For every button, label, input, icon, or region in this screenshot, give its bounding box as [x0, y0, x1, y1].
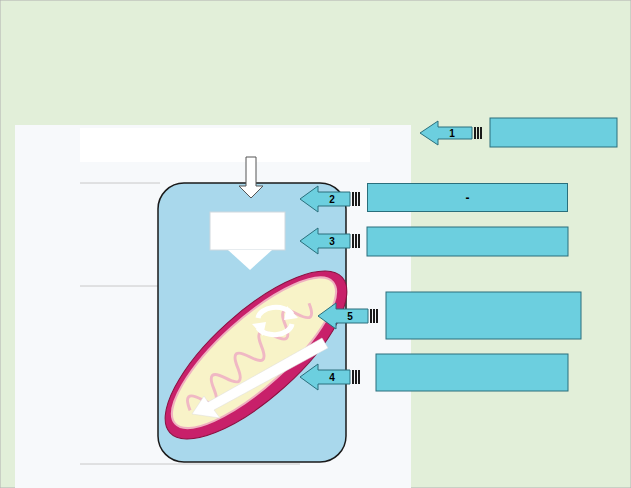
empty-box [210, 212, 285, 250]
rule-line [80, 183, 160, 184]
callout-arrow [300, 186, 350, 212]
callout-arrow [300, 364, 350, 390]
callout-number: 1 [449, 128, 455, 139]
white-panel [15, 125, 411, 488]
callout-number: 5 [347, 311, 353, 322]
mitochondrion [141, 245, 371, 464]
down-arrow [228, 250, 272, 270]
answer-box [490, 118, 617, 147]
cycle-arrow-head [284, 306, 298, 320]
box-text: - [466, 191, 470, 205]
answer-box [386, 292, 581, 339]
callout-number: 2 [329, 194, 335, 205]
callout-arrow [318, 303, 368, 329]
rule-line [80, 286, 160, 287]
callout-number: 4 [329, 372, 335, 383]
cycle-arrow-head [252, 322, 266, 336]
callout-number: 3 [329, 236, 335, 247]
callout-arrow [420, 121, 472, 145]
answer-box [367, 227, 568, 256]
answer-box: - [367, 183, 568, 212]
entry-arrow [239, 157, 263, 198]
answer-box [376, 354, 568, 391]
answer-boxes [367, 118, 617, 391]
callout-arrow [300, 228, 350, 254]
faint-band [80, 128, 370, 162]
rule-line [80, 464, 300, 465]
